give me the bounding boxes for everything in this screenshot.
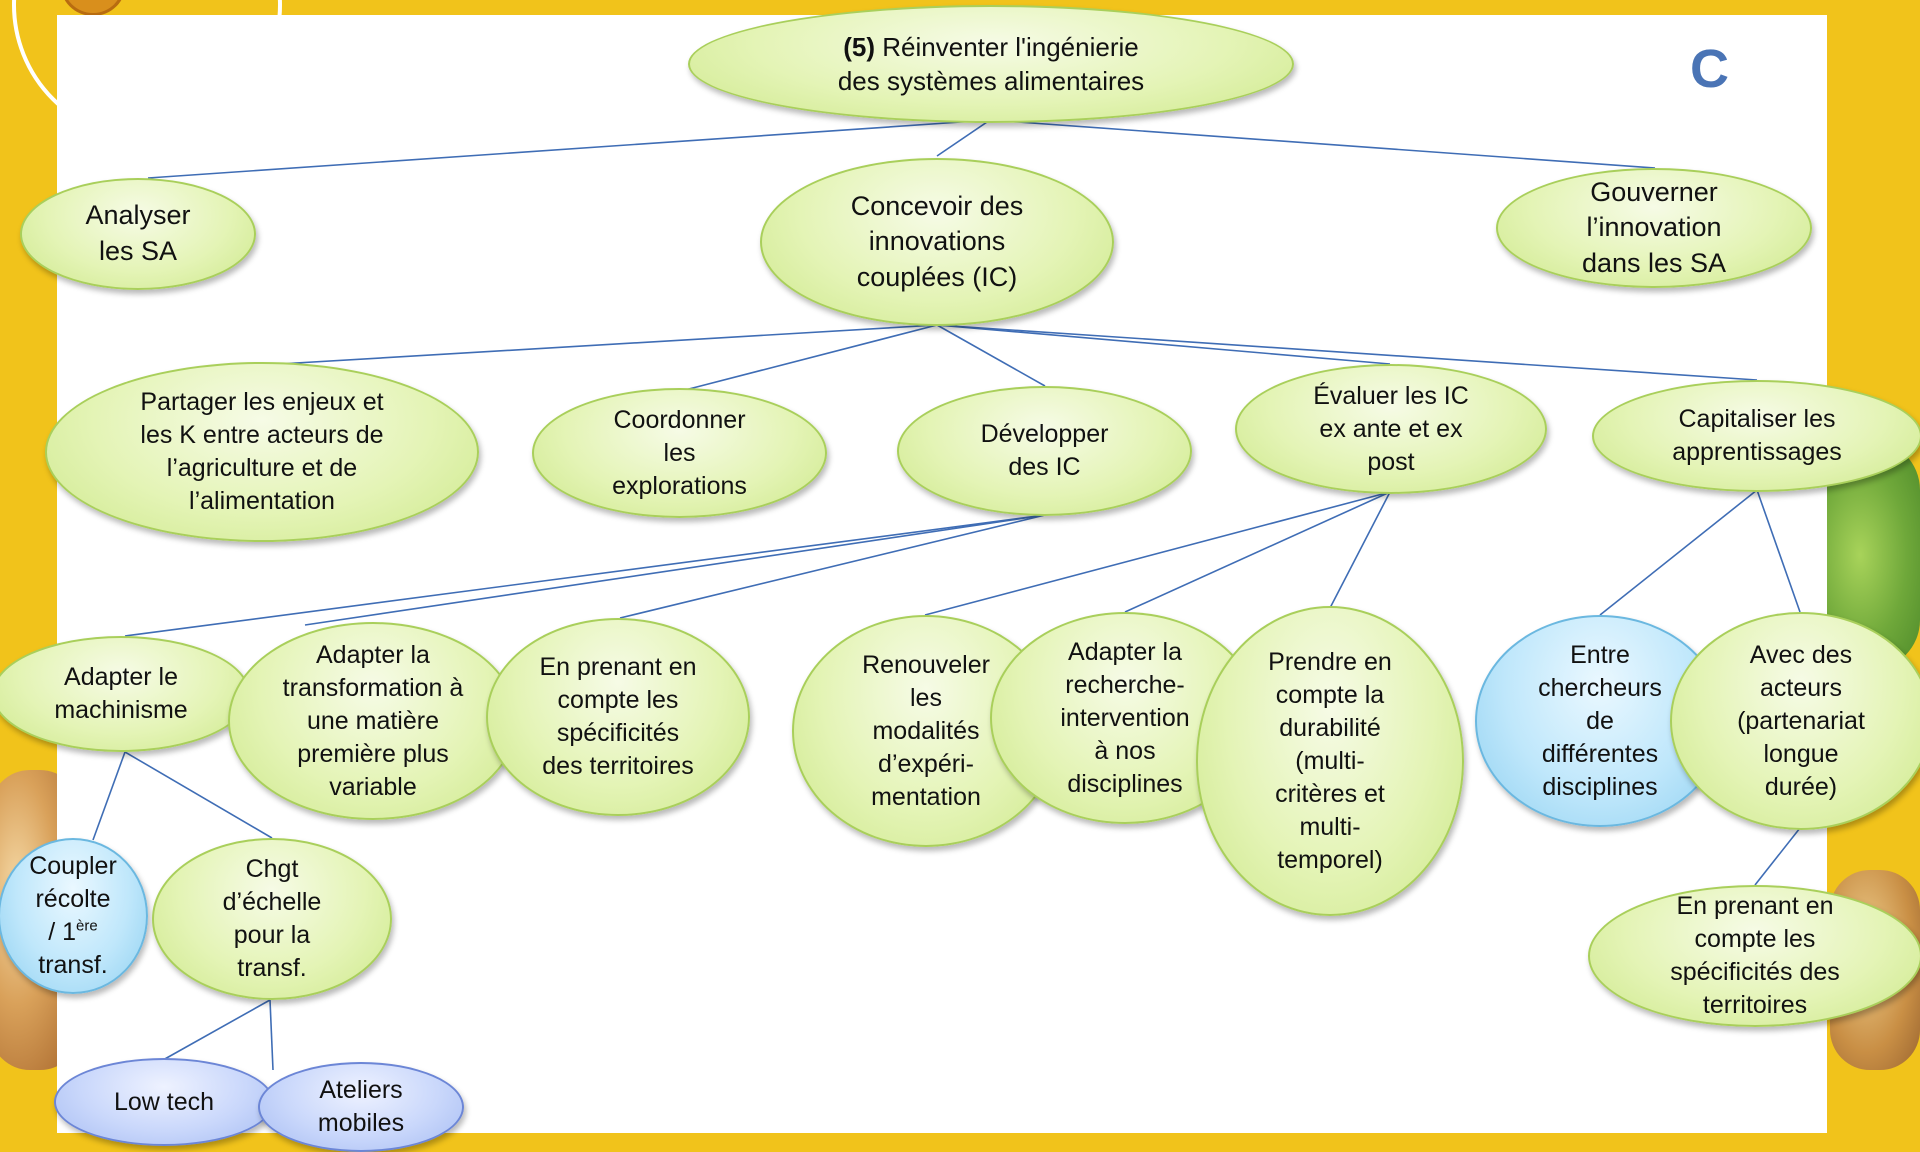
node-avec-acteurs: Avec des acteurs (partenariat longue dur… bbox=[1670, 612, 1920, 830]
node-coordonner: Coordonner les explorations bbox=[532, 388, 827, 518]
node-adapter-recherche: Adapter la recherche- intervention à nos… bbox=[990, 612, 1260, 824]
link-chgt-lowtech bbox=[162, 999, 271, 1061]
node-coupler-sup: ère bbox=[76, 917, 98, 935]
node-renouveler-label: Renouveler les modalités d’expéri- menta… bbox=[862, 650, 990, 811]
link-root-analyser bbox=[147, 119, 991, 179]
node-entre-chercheurs-label: Entre chercheurs de différentes discipli… bbox=[1538, 640, 1662, 801]
node-adapter-transformation-label: Adapter la transformation à une matière … bbox=[282, 640, 464, 801]
node-low-tech-label: Low tech bbox=[113, 1087, 215, 1116]
node-low-tech: Low tech bbox=[54, 1058, 274, 1146]
link-root-concevoir bbox=[936, 119, 991, 157]
node-chgt-echelle-label: Chgt d’échelle pour la transf. bbox=[222, 855, 322, 982]
node-coupler-prefix: / 1 bbox=[48, 918, 77, 946]
link-developper-transformation bbox=[304, 514, 1046, 626]
link-evaluer-recherche bbox=[1124, 491, 1391, 613]
node-capitaliser: Capitaliser les apprentissages bbox=[1592, 380, 1920, 492]
node-specificites-territoires-2-label: En prenant en compte les spécificités de… bbox=[1670, 892, 1840, 1019]
node-durabilite: Prendre en compte la durabilité (multi- … bbox=[1196, 606, 1464, 916]
link-machinisme-chgt bbox=[124, 751, 273, 839]
node-coupler-line1: Coupler bbox=[29, 852, 117, 880]
node-coupler-line3: / 1ère bbox=[29, 916, 117, 949]
link-concevoir-coordonner bbox=[684, 324, 938, 391]
link-machinisme-coupler bbox=[92, 751, 126, 841]
node-concevoir-label: Concevoir des innovations couplées (IC) bbox=[850, 190, 1024, 292]
link-capitaliser-acteurs bbox=[1756, 489, 1801, 613]
root-number: (5) bbox=[843, 31, 876, 62]
node-gouverner: Gouverner l’innovation dans les SA bbox=[1496, 168, 1812, 288]
node-avec-acteurs-label: Avec des acteurs (partenariat longue dur… bbox=[1737, 640, 1865, 801]
link-capitaliser-chercheurs bbox=[1599, 489, 1758, 616]
node-ateliers-mobiles: Ateliers mobiles bbox=[258, 1062, 464, 1152]
node-root: (5) Réinventer l'ingénierie des systèmes… bbox=[688, 5, 1294, 123]
link-concevoir-partager bbox=[261, 324, 938, 366]
node-coupler: Coupler récolte / 1ère transf. bbox=[0, 838, 148, 994]
node-coupler-line2: récolte bbox=[35, 885, 111, 913]
node-partager: Partager les enjeux et les K entre acteu… bbox=[45, 362, 479, 542]
node-evaluer: Évaluer les IC ex ante et ex post bbox=[1235, 364, 1547, 494]
root-title-line2: des systèmes alimentaires bbox=[837, 66, 1145, 96]
node-evaluer-label: Évaluer les IC ex ante et ex post bbox=[1313, 381, 1469, 476]
node-adapter-recherche-label: Adapter la recherche- intervention à nos… bbox=[1060, 637, 1190, 798]
node-adapter-machinisme-label: Adapter le machinisme bbox=[54, 663, 188, 724]
node-analyser: Analyser les SA bbox=[20, 178, 256, 290]
link-evaluer-durabilite bbox=[1329, 491, 1391, 609]
root-title-line1: Réinventer l'ingénierie bbox=[875, 31, 1139, 62]
node-partager-label: Partager les enjeux et les K entre acteu… bbox=[140, 388, 384, 515]
node-gouverner-label: Gouverner l’innovation dans les SA bbox=[1581, 176, 1727, 278]
node-capitaliser-label: Capitaliser les apprentissages bbox=[1672, 405, 1842, 466]
link-evaluer-renouveler bbox=[924, 491, 1391, 616]
node-specificites-territoires-2: En prenant en compte les spécificités de… bbox=[1588, 885, 1920, 1027]
link-root-gouverner bbox=[989, 119, 1656, 169]
link-chgt-ateliers bbox=[269, 999, 274, 1071]
node-developper: Développer des IC bbox=[897, 386, 1192, 516]
node-analyser-label: Analyser les SA bbox=[85, 200, 191, 266]
node-concevoir: Concevoir des innovations couplées (IC) bbox=[760, 158, 1114, 326]
node-coordonner-label: Coordonner les explorations bbox=[612, 405, 747, 500]
section-letter: C bbox=[1690, 39, 1729, 99]
node-ateliers-mobiles-label: Ateliers mobiles bbox=[317, 1076, 405, 1137]
node-specificites-territoires-label: En prenant en compte les spécificités de… bbox=[539, 653, 697, 780]
link-developper-territoires bbox=[619, 514, 1046, 619]
node-developper-label: Développer des IC bbox=[980, 420, 1109, 481]
node-adapter-transformation: Adapter la transformation à une matière … bbox=[228, 622, 518, 820]
link-acteurs-territoires bbox=[1754, 827, 1801, 886]
link-concevoir-evaluer bbox=[936, 324, 1391, 365]
link-concevoir-capitaliser bbox=[936, 324, 1758, 381]
link-developper-machinisme bbox=[124, 514, 1046, 637]
node-adapter-machinisme: Adapter le machinisme bbox=[0, 636, 250, 752]
link-concevoir-developper bbox=[936, 324, 1046, 387]
node-durabilite-label: Prendre en compte la durabilité (multi- … bbox=[1268, 647, 1392, 874]
node-chgt-echelle: Chgt d’échelle pour la transf. bbox=[152, 838, 392, 1000]
node-coupler-line4: transf. bbox=[38, 951, 108, 979]
node-specificites-territoires: En prenant en compte les spécificités de… bbox=[486, 618, 750, 816]
